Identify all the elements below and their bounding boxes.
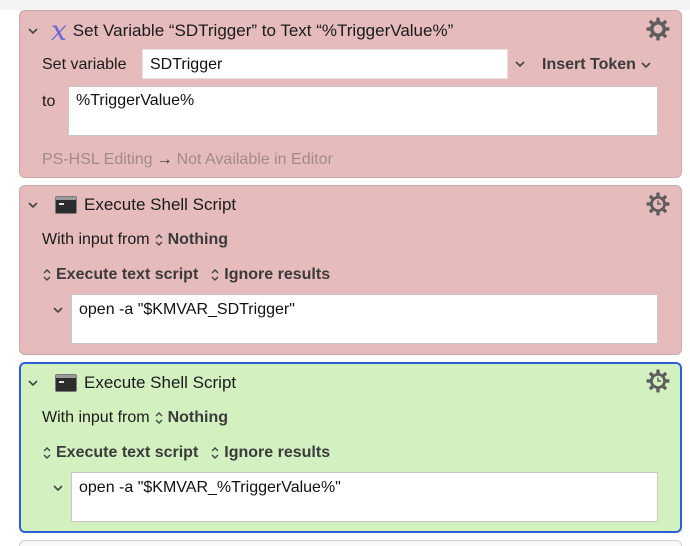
input-source-row: With input from Nothing	[42, 231, 228, 249]
input-from-label: With input from	[42, 231, 150, 248]
chevron-down-icon[interactable]	[27, 199, 39, 211]
script-options-row: Execute text script Ignore results	[42, 266, 330, 284]
variable-dropdown-chevron-icon[interactable]	[514, 58, 526, 70]
input-source-select[interactable]: Nothing	[167, 409, 229, 426]
arrow-right-icon: →	[156, 151, 173, 168]
insert-token-menu[interactable]: Insert Token	[542, 56, 652, 74]
execute-shell-script-action-2[interactable]: Execute Shell Script With input from Not…	[19, 362, 682, 533]
action-header: Execute Shell Script	[27, 373, 236, 393]
chevron-down-icon	[640, 59, 652, 71]
text-value-field[interactable]: %TriggerValue%	[68, 86, 658, 136]
variable-name-value: SDTrigger	[150, 56, 223, 73]
gear-icon[interactable]	[645, 16, 671, 42]
up-down-chevron-icon[interactable]	[154, 411, 164, 425]
action-title: Execute Shell Script	[84, 195, 237, 214]
terminal-icon	[55, 374, 77, 392]
next-action-edge	[19, 540, 682, 546]
script-text-field[interactable]: open -a "$KMVAR_SDTrigger"	[71, 294, 658, 344]
up-down-chevron-icon[interactable]	[210, 268, 220, 282]
script-text: open -a "$KMVAR_SDTrigger"	[79, 301, 295, 318]
previous-action-edge	[0, 0, 690, 10]
set-variable-action[interactable]: x Set Variable “SDTrigger” to Text “%Tri…	[19, 10, 682, 178]
execution-mode-select[interactable]: Execute text script	[56, 266, 199, 283]
chevron-down-icon[interactable]	[52, 304, 64, 316]
input-from-label: With input from	[42, 409, 150, 426]
action-title: Set Variable “SDTrigger” to Text “%Trigg…	[72, 21, 454, 40]
chevron-down-icon[interactable]	[27, 377, 39, 389]
editor-status-right: Not Available in Editor	[176, 151, 333, 168]
gear-clock-icon[interactable]	[645, 191, 671, 217]
variable-name-field[interactable]: SDTrigger	[142, 49, 508, 79]
terminal-icon	[55, 196, 77, 214]
script-options-row: Execute text script Ignore results	[42, 444, 330, 462]
script-text: open -a "$KMVAR_%TriggerValue%"	[79, 479, 341, 496]
text-value: %TriggerValue%	[76, 92, 195, 109]
action-header: Execute Shell Script	[27, 195, 236, 215]
script-text-field[interactable]: open -a "$KMVAR_%TriggerValue%"	[71, 472, 658, 522]
input-source-select[interactable]: Nothing	[167, 231, 229, 248]
up-down-chevron-icon[interactable]	[42, 268, 52, 282]
x-variable-icon: x	[51, 14, 67, 47]
input-source-row: With input from Nothing	[42, 409, 228, 427]
up-down-chevron-icon[interactable]	[210, 446, 220, 460]
action-header: x Set Variable “SDTrigger” to Text “%Tri…	[27, 14, 454, 47]
results-handling-select[interactable]: Ignore results	[224, 266, 331, 283]
execute-shell-script-action-1[interactable]: Execute Shell Script With input from Not…	[19, 185, 682, 355]
editor-status-left: PS-HSL Editing	[42, 151, 153, 168]
up-down-chevron-icon[interactable]	[42, 446, 52, 460]
insert-token-label: Insert Token	[542, 56, 636, 73]
chevron-down-icon[interactable]	[52, 482, 64, 494]
to-label: to	[42, 93, 56, 110]
chevron-down-icon[interactable]	[27, 25, 39, 37]
gear-clock-icon[interactable]	[645, 368, 671, 394]
results-handling-select[interactable]: Ignore results	[224, 444, 331, 461]
up-down-chevron-icon[interactable]	[154, 233, 164, 247]
editor-status: PS-HSL Editing → Not Available in Editor	[42, 151, 333, 169]
action-title: Execute Shell Script	[84, 373, 237, 392]
execution-mode-select[interactable]: Execute text script	[56, 444, 199, 461]
set-variable-label: Set variable	[42, 56, 127, 73]
